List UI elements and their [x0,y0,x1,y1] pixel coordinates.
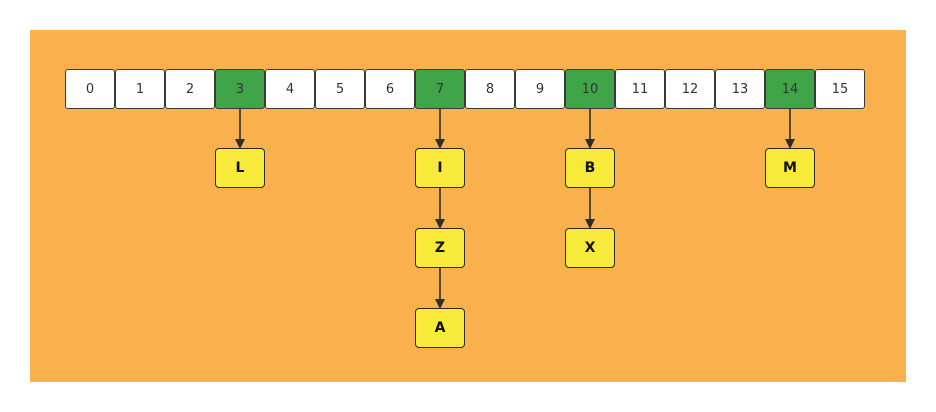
bucket-slot-7: 7 [415,69,465,109]
chain-node-B: B [565,148,615,188]
bucket-slot-0: 0 [65,69,115,109]
bucket-slot-2: 2 [165,69,215,109]
chain-node-I: I [415,148,465,188]
chain-node-Z: Z [415,228,465,268]
bucket-slot-12: 12 [665,69,715,109]
bucket-slot-4: 4 [265,69,315,109]
bucket-slot-1: 1 [115,69,165,109]
bucket-slot-10: 10 [565,69,615,109]
bucket-slot-8: 8 [465,69,515,109]
chain-node-X: X [565,228,615,268]
bucket-slot-13: 13 [715,69,765,109]
chain-node-A: A [415,308,465,348]
bucket-slot-14: 14 [765,69,815,109]
bucket-slot-6: 6 [365,69,415,109]
bucket-slot-9: 9 [515,69,565,109]
bucket-slot-15: 15 [815,69,865,109]
bucket-slot-11: 11 [615,69,665,109]
bucket-slot-3: 3 [215,69,265,109]
chain-node-L: L [215,148,265,188]
chain-node-M: M [765,148,815,188]
bucket-slot-5: 5 [315,69,365,109]
